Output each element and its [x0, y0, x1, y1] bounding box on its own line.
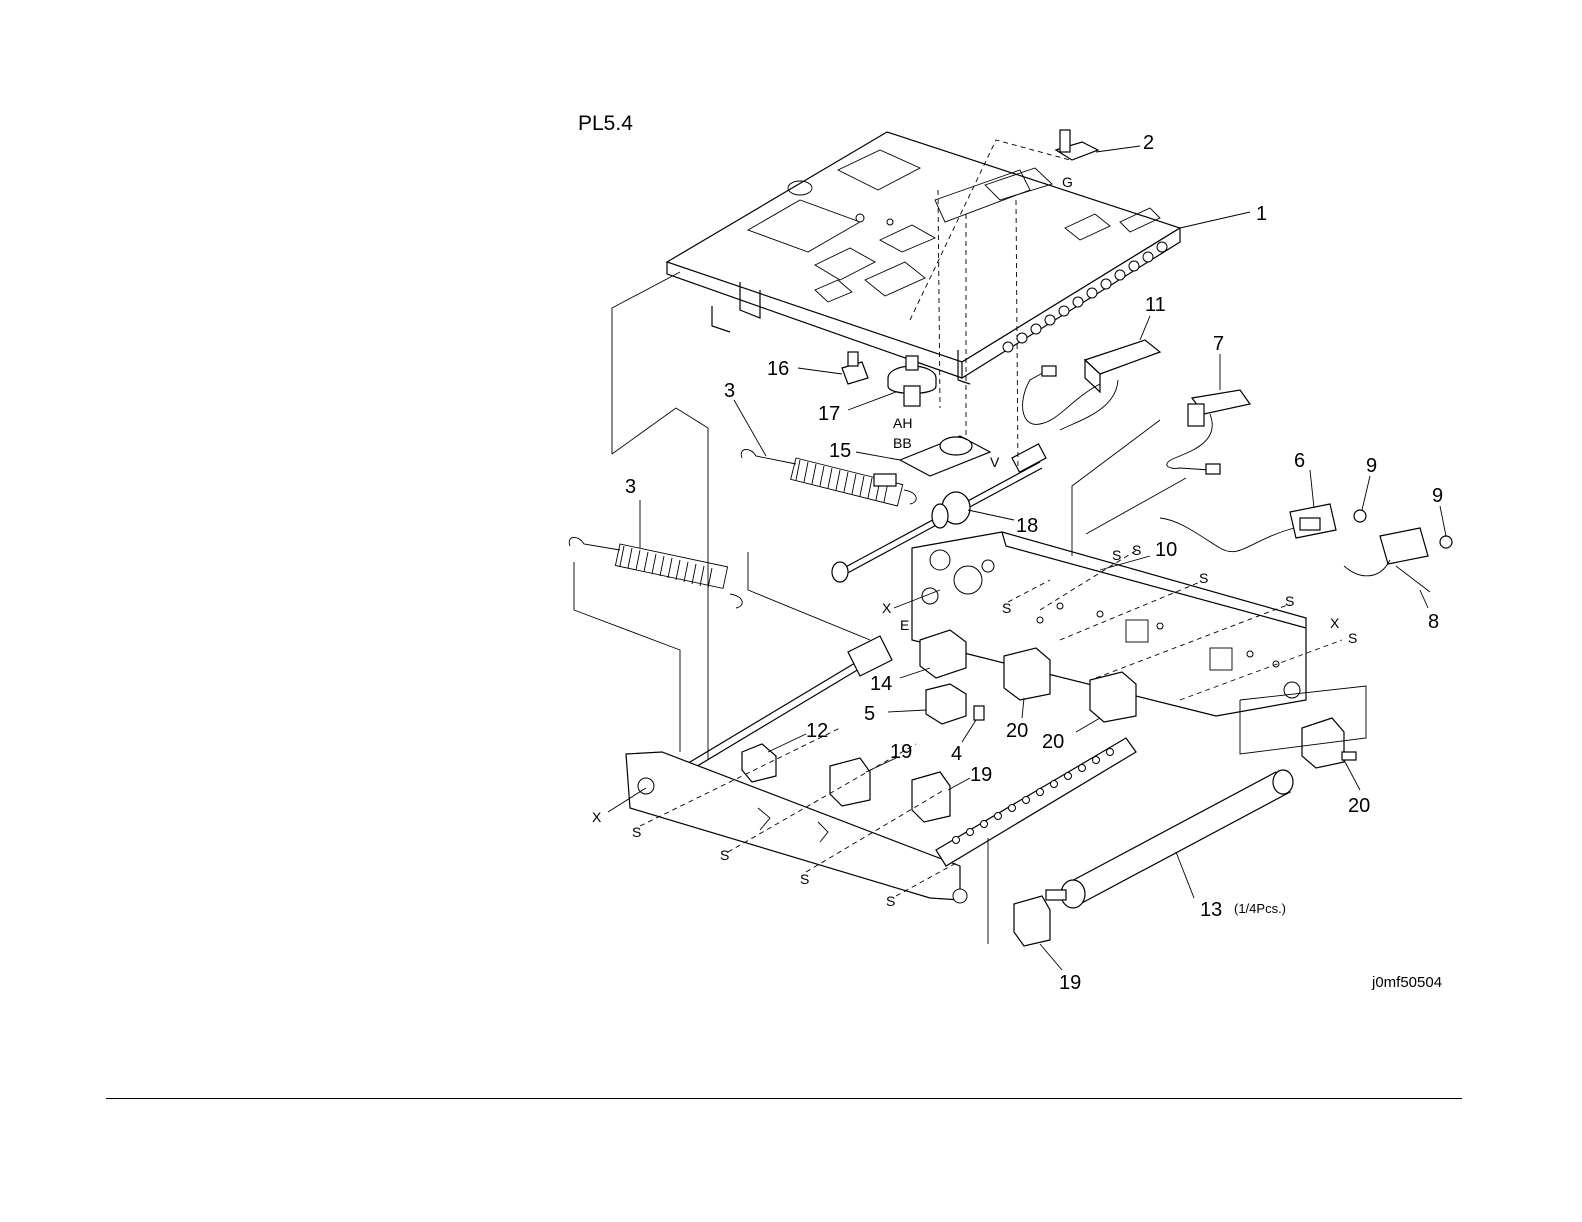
- callout-10: 10: [1155, 539, 1177, 561]
- footer-divider: [106, 1098, 1462, 1099]
- callout-1: 1: [1256, 203, 1267, 225]
- callout-9-upper: 9: [1366, 455, 1377, 477]
- callout-6: 6: [1294, 450, 1305, 472]
- callout-13: 13: [1200, 899, 1222, 921]
- mark-x-3: X: [592, 809, 602, 825]
- mark-x-1: X: [882, 600, 892, 616]
- roller-13-drawing: [1046, 770, 1293, 908]
- callout-2: 2: [1143, 132, 1154, 154]
- mark-s-4: S: [1285, 593, 1294, 609]
- callout-3-lower: 3: [625, 476, 636, 498]
- callout-16: 16: [767, 358, 789, 380]
- part-8-drawing: [1344, 528, 1430, 592]
- mark-e: E: [900, 617, 909, 633]
- callout-20-middle: 20: [1042, 731, 1064, 753]
- part-5-drawing: [926, 684, 984, 724]
- callout-18: 18: [1016, 515, 1038, 537]
- mark-s-9: S: [886, 893, 895, 909]
- callout-12: 12: [806, 720, 828, 742]
- callout-11: 11: [1145, 294, 1166, 316]
- callout-14: 14: [870, 673, 892, 695]
- part-6-drawing: [1160, 504, 1336, 552]
- mark-x-2: X: [1330, 615, 1340, 631]
- callout-8: 8: [1428, 611, 1439, 633]
- top-plate-drawing: [667, 132, 1180, 384]
- callout-19-upper-left: 19: [890, 741, 912, 763]
- mark-s-10: S: [1002, 600, 1011, 616]
- mark-s-3: S: [1199, 570, 1208, 586]
- mark-s-5: S: [1348, 630, 1357, 646]
- mark-g: G: [1062, 174, 1073, 190]
- callout-20-lower: 20: [1348, 795, 1370, 817]
- figure-id: j0mf50504: [1372, 974, 1442, 991]
- part-2-drawing: [1056, 130, 1140, 160]
- callout-4: 4: [951, 743, 962, 765]
- callout-19-upper-right: 19: [970, 764, 992, 786]
- spring-lower-drawing: [569, 537, 742, 608]
- part-15-drawing: [874, 436, 990, 486]
- bearing-19-lower-drawing: [1014, 896, 1050, 946]
- callout-13-note: (1/4Pcs.): [1234, 901, 1286, 916]
- mark-s-8: S: [800, 871, 809, 887]
- part-16-drawing: [842, 352, 868, 384]
- callout-19-lower: 19: [1059, 972, 1081, 994]
- mark-s-7: S: [720, 847, 729, 863]
- part-17-drawing: [888, 356, 936, 406]
- mark-v: V: [990, 454, 1000, 470]
- mark-s-6: S: [632, 824, 641, 840]
- connector-11-drawing: [1023, 340, 1160, 430]
- callout-17: 17: [818, 403, 840, 425]
- callout-9-right: 9: [1432, 485, 1443, 507]
- mark-s-1: S: [1112, 547, 1121, 563]
- callout-15: 15: [829, 440, 851, 462]
- mark-bb: BB: [893, 435, 912, 451]
- callout-7: 7: [1213, 333, 1224, 355]
- callout-5: 5: [864, 703, 875, 725]
- part-20-upper-right-drawing: [1090, 672, 1136, 722]
- callout-3-upper: 3: [724, 380, 735, 402]
- part-14-drawing: [920, 630, 966, 678]
- mark-s-2: S: [1132, 542, 1141, 558]
- part-20-upper-left-drawing: [1004, 648, 1050, 700]
- mark-ah: AH: [893, 415, 912, 431]
- connector-7-drawing: [1167, 390, 1250, 474]
- callout-20-left: 20: [1006, 720, 1028, 742]
